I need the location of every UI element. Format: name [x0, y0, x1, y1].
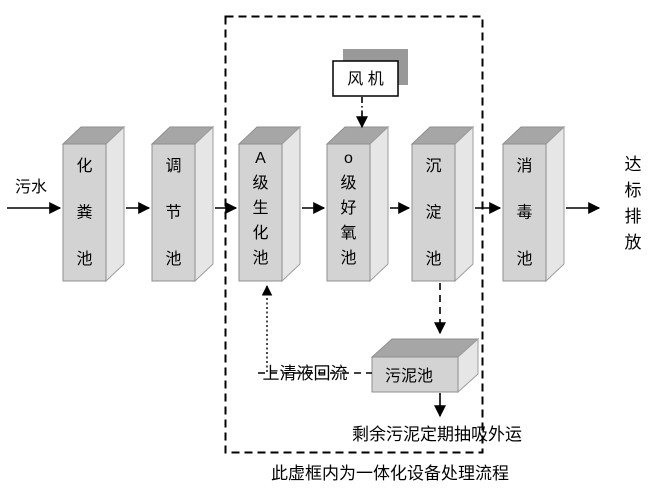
tank-side-face: [194, 125, 214, 283]
diagram-caption: 此虚框内为一体化设备处理流程: [271, 464, 509, 483]
tank-septic: 化粪池: [61, 125, 126, 283]
tank-front-face: [151, 143, 196, 282]
sludge-tank-label: 污泥池: [385, 367, 433, 385]
effluent-label: 达标排放: [625, 155, 642, 252]
tank-side-face: [545, 125, 565, 283]
tank-front-face: [62, 143, 107, 282]
tank-label: 消毒池: [516, 157, 532, 268]
tank-label: 调节池: [165, 157, 181, 268]
tank-disinfection: 消毒池: [501, 125, 566, 283]
tank-side-face: [105, 125, 125, 283]
tank-sedimentation: 沉淀池: [410, 125, 475, 283]
supernatant-return-label: 上清液回流: [263, 364, 348, 383]
sludge-tank: 污泥池: [370, 337, 480, 394]
tank-front-face: [326, 143, 371, 282]
tank-front-face: [411, 143, 456, 282]
tank-side-face: [281, 125, 301, 283]
tank-front-face: [371, 356, 459, 393]
tank-side-face: [369, 125, 389, 283]
fan-box: 风 机: [332, 49, 408, 97]
tank-front-face: [502, 143, 547, 282]
sludge-removal-label: 剩余污泥定期抽吸外运: [352, 425, 522, 444]
tank-label: 化粪池: [76, 157, 92, 268]
fan-box-frame: [332, 60, 399, 97]
tank-label: 沉淀池: [425, 157, 441, 268]
integrated-equipment-dashed-boundary: [224, 15, 484, 454]
tank-regulating: 调节池: [150, 125, 215, 283]
fan-label: 风 机: [347, 70, 383, 88]
influent-label: 污水: [15, 178, 47, 196]
tank-front-face: [238, 143, 283, 282]
tank-side-face: [454, 125, 474, 283]
